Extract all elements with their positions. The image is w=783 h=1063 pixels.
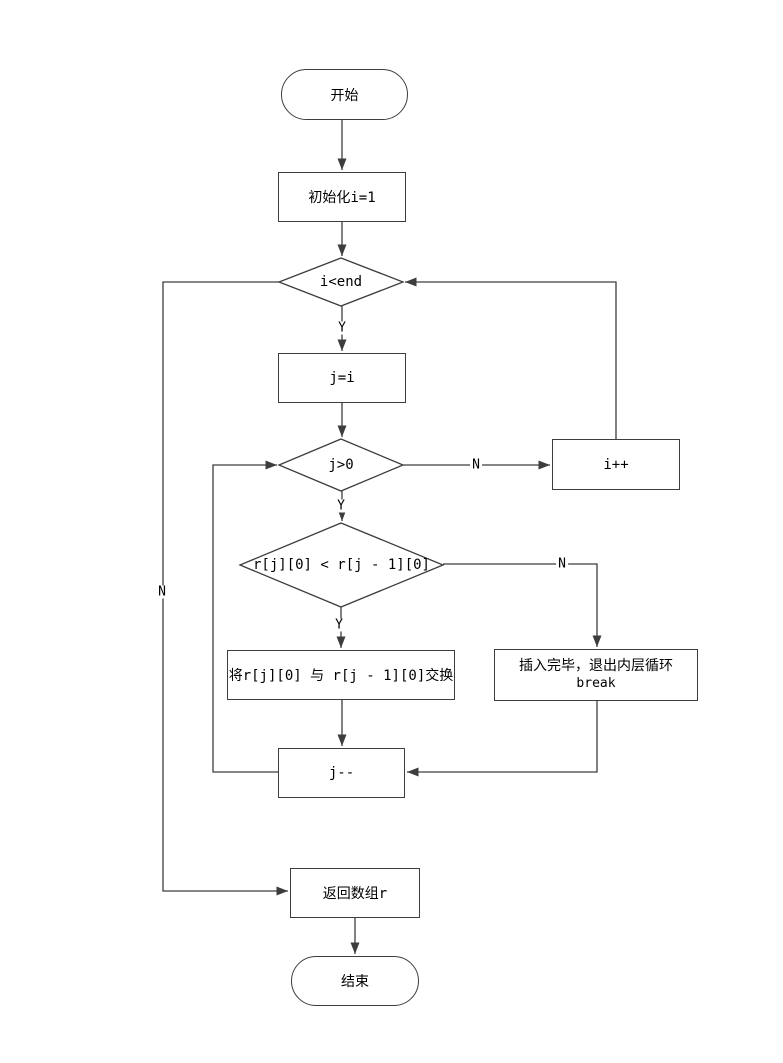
edge-inc-i-to-cond-i <box>405 277 617 439</box>
start-terminator: 开始 <box>281 69 408 120</box>
edge-break-to-dec-j <box>407 701 598 777</box>
return-array-process-box: 返回数组r <box>290 868 420 918</box>
j-greater-0-diamond <box>277 438 405 492</box>
i-increment-process-box: i++ <box>552 439 680 490</box>
cond-j-yes-label: Y <box>335 498 347 514</box>
cond-j-no-label: N <box>470 457 482 473</box>
break-process-box: 插入完毕，退出内层循环 break <box>494 649 698 701</box>
j-decrement-process-box: j-- <box>278 748 405 798</box>
init-label: 初始化i=1 <box>308 190 376 206</box>
break-label-line1: 插入完毕，退出内层循环 <box>519 658 673 675</box>
start-label: 开始 <box>330 87 359 104</box>
i-less-end-diamond <box>277 257 405 307</box>
cond-cmp-yes-label: Y <box>333 617 345 633</box>
dec-j-label: j-- <box>328 765 355 781</box>
edge-cond-i-no-to-return <box>162 281 288 896</box>
break-label-line2: break <box>576 675 616 691</box>
end-terminator: 结束 <box>291 956 419 1006</box>
return-label: 返回数组r <box>322 886 388 902</box>
j-equals-i-process-box: j=i <box>278 353 406 403</box>
end-label: 结束 <box>341 974 369 990</box>
init-process-box: 初始化i=1 <box>278 172 406 222</box>
assign-j-label: j=i <box>329 370 355 386</box>
cond-i-no-label: N <box>156 584 168 600</box>
cond-i-yes-label: Y <box>336 320 348 336</box>
edge-dec-j-to-cond-j <box>212 460 278 773</box>
inc-i-label: i++ <box>603 456 629 473</box>
cond-cmp-no-label: N <box>556 556 568 572</box>
swap-label: 将r[j][0] 与 r[j - 1][0]交换 <box>228 668 454 684</box>
edge-cond-cmp-no-to-break <box>443 563 602 647</box>
swap-process-box: 将r[j][0] 与 r[j - 1][0]交换 <box>227 650 455 700</box>
compare-diamond <box>238 522 445 608</box>
